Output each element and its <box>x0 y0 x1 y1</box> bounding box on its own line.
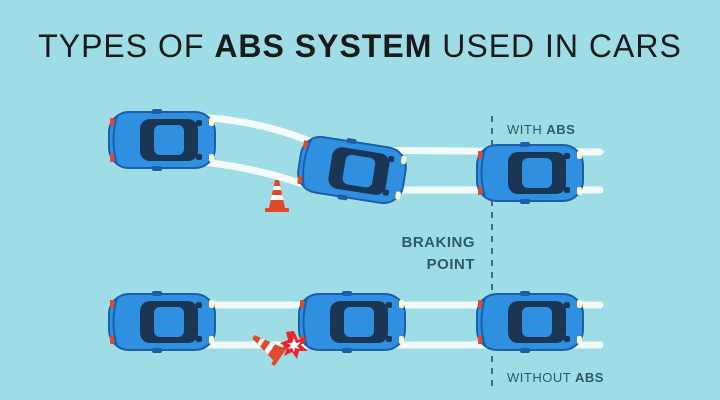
car-icon <box>476 141 584 205</box>
label-without-abs: WITHOUT ABS <box>507 370 604 385</box>
title-part-1: TYPES OF <box>38 28 215 64</box>
car-icon <box>298 290 406 354</box>
braking-line-1: BRAKING <box>401 234 475 251</box>
label-with-bold: ABS <box>546 122 576 137</box>
car-icon <box>108 290 216 354</box>
braking-point-label: BRAKING POINT <box>380 232 475 276</box>
collision-burst-icon <box>280 331 308 359</box>
traffic-cone-icon <box>265 180 289 212</box>
title-part-2: USED IN CARS <box>432 28 682 64</box>
label-with-prefix: WITH <box>507 122 547 137</box>
title-bold: ABS SYSTEM <box>214 28 433 64</box>
page-title: TYPES OF ABS SYSTEM USED IN CARS <box>0 28 720 65</box>
knocked-cone-icon <box>252 335 288 366</box>
braking-line-2: POINT <box>426 256 475 273</box>
car-icon <box>476 290 584 354</box>
car-icon <box>293 130 411 210</box>
car-icon <box>108 108 216 172</box>
label-with-abs: WITH ABS <box>507 122 575 137</box>
label-without-prefix: WITHOUT <box>507 370 576 385</box>
label-without-bold: ABS <box>575 370 604 385</box>
